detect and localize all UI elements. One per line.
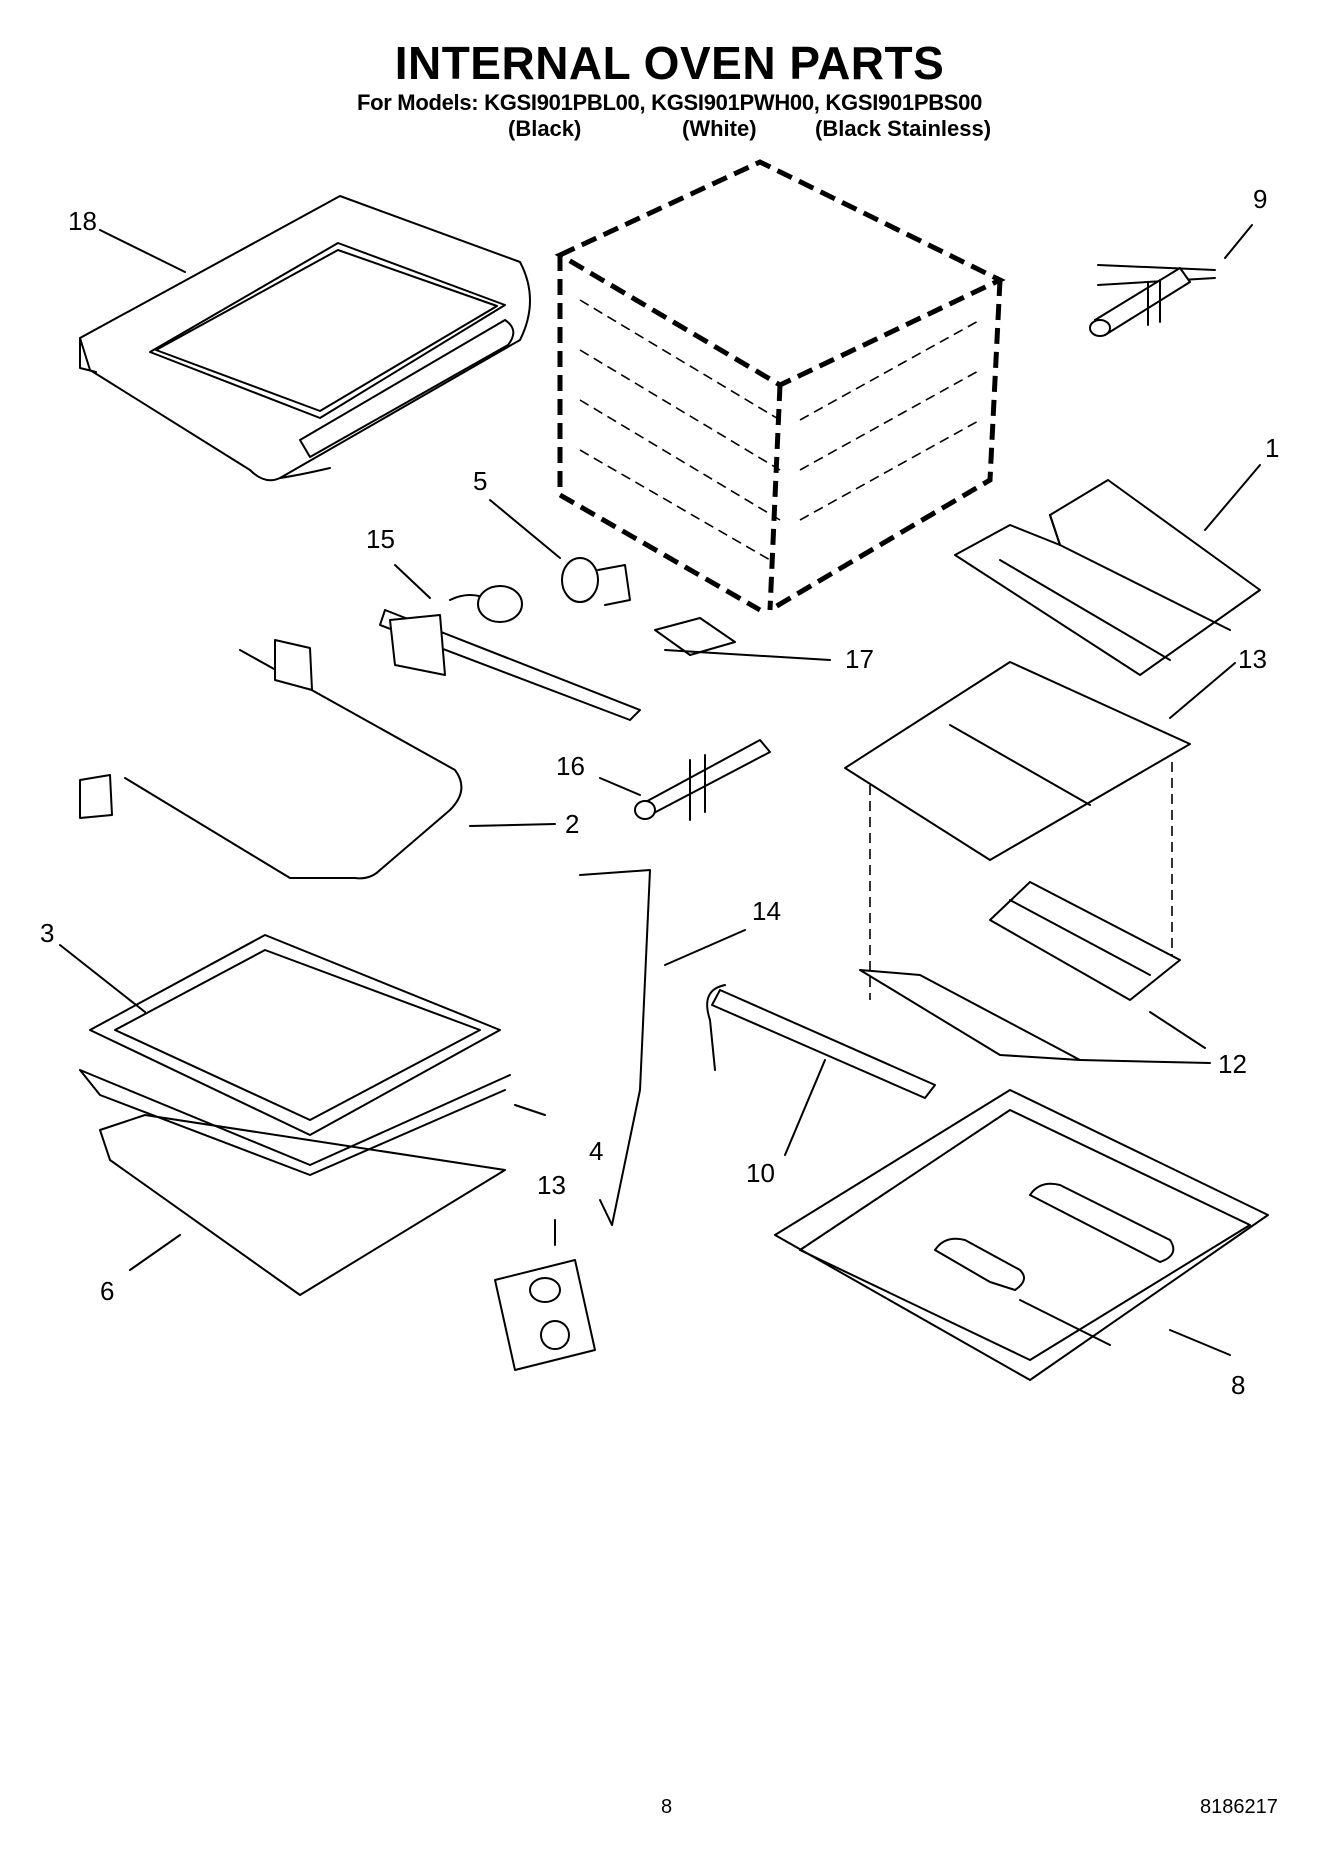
callout-16: 16 [556,751,585,781]
callout-18: 18 [68,206,97,236]
part-2-rod [79,639,463,880]
oven-cavity-dashed [554,159,1006,613]
part-13-valve-block [494,1259,596,1371]
part-9-burner-tube [1089,264,1216,337]
part-1-plate [954,479,1261,676]
part-14-rod [579,869,651,1226]
callout-17: 17 [845,644,874,674]
callout-2: 2 [565,809,579,839]
part-16-burner-small [634,739,771,821]
part-11-brackets [859,881,1181,1061]
part-12-deflector [844,661,1191,1000]
callout-11: 12 [1218,1049,1247,1079]
part-18-door-panel [79,195,531,482]
callout-5: 5 [473,466,487,496]
part-5-valve [561,557,631,606]
models-line: For Models: KGSI901PBL00, KGSI901PWH00, … [356,90,983,115]
part-3-broiler-pan-grid [89,934,501,1136]
leader-lines [59,224,1261,1356]
part-8-drip-tray [774,1089,1269,1381]
color-label-white: (White) [682,116,757,141]
callout-9: 9 [1253,184,1267,214]
callout-1: 1 [1265,433,1279,463]
callout-10: 10 [746,1158,775,1188]
callout-14: 14 [752,896,781,926]
part-17-small-bracket [654,617,736,656]
part-4-broiler-pan [79,1069,511,1176]
color-label-black: (Black) [508,116,582,141]
callout-4: 4 [589,1136,603,1166]
callout-6: 6 [100,1276,114,1306]
part-6-pan-insert [99,1114,506,1296]
callout-3: 3 [40,918,54,948]
part-10-burner [706,984,936,1099]
page-title: INTERNAL OVEN PARTS [394,37,945,89]
color-label-black-stainless: (Black Stainless) [815,116,992,141]
callout-12: 13 [1238,644,1267,674]
callout-13: 13 [537,1170,566,1200]
page-number: 8 [661,1796,673,1818]
callout-8: 8 [1231,1370,1245,1400]
callout-15: 15 [366,524,395,554]
document-number: 8186217 [1200,1796,1278,1818]
part-15-burner-assembly [379,585,641,721]
